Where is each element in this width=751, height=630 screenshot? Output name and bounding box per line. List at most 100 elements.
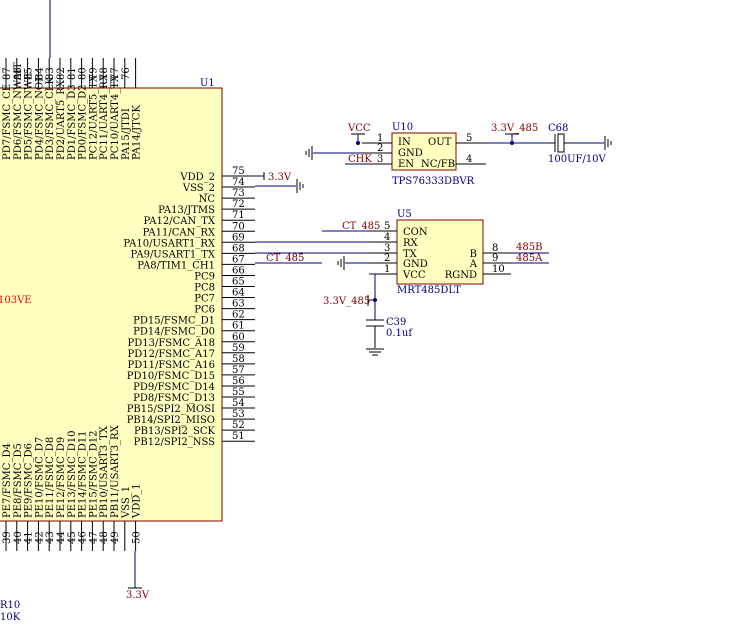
u1-right-pin-name: PC7 (194, 294, 215, 305)
u10-pin-in: IN (398, 137, 411, 148)
u1-bottom-pin-name: PB11/USART3_RX (110, 424, 121, 518)
u1-top-pin-number: 76 (121, 67, 132, 80)
u1-bottom-pin-name: PE10/FSMC_D7 (34, 437, 45, 518)
u1-right-pin-number: 68 (232, 243, 245, 254)
u10-pin-gnd: GND (398, 148, 423, 159)
c39-capacitor[interactable]: C39 0.1uf (366, 317, 413, 348)
u1-top-pin-name: PD3/FSMC_CLK (45, 77, 56, 160)
u5-left-pin-name: GND (403, 259, 428, 270)
u1-right-pin-name: PD9/FSMC_D14 (133, 382, 215, 393)
net-485a: 485A (516, 253, 543, 264)
gnd-symbol-u5 (337, 256, 345, 270)
u1-top-pin-name: PD2/UART5_RX (56, 79, 67, 160)
u10-ref: U10 (392, 122, 413, 133)
u5-ref: U5 (397, 209, 412, 220)
u1-bottom-pin-number: 45 (67, 531, 78, 544)
gnd-symbol-c39 (366, 348, 384, 356)
u1-right-pin-number: 56 (232, 376, 245, 387)
u5-part: MRT485DLT (397, 285, 461, 296)
u1-bottom-pin-name: PE15/FSMC_D12 (88, 430, 99, 518)
u1-top-pin-name: PC11/UART4_RX (99, 73, 110, 160)
u1-top-pin-number: 79 (88, 67, 99, 80)
u10-pin-out: OUT (428, 137, 452, 148)
u1-right-pin-name: NC (199, 194, 216, 205)
net-3v3-485-top: 3.3V_485 (491, 123, 538, 134)
u1-right-pin-number: 75 (232, 166, 245, 177)
u1-right-pin-name: PA12/CAN_TX (143, 216, 215, 227)
u1-top-pin-number: 87 (2, 67, 13, 80)
net-3v3-bottom: 3.3V (126, 590, 150, 601)
u1-right-pin-name: PC9 (194, 271, 215, 282)
net-vcc: VCC (347, 123, 371, 134)
u1-bottom-pin-number: 40 (13, 531, 24, 544)
u10-pin-nc: NC/FB (421, 159, 455, 170)
net-3v3-vdd2: 3.3V (268, 172, 292, 183)
u1-right-pin-number: 65 (232, 277, 245, 288)
u5-left-pin-name: VCC (402, 270, 426, 281)
u1-right-pin-name: PD13/FSMC_A18 (128, 338, 215, 349)
u1-bottom-pin-name: PE7/FSMC_D4 (2, 443, 13, 518)
u1-bottom-pin-number: 48 (99, 531, 110, 544)
c68-value: 100UF/10V (548, 154, 607, 165)
u5-right-pin-number: 10 (492, 264, 505, 275)
u1-right-pin-name: PA10/USART1_RX (123, 238, 216, 249)
u1-right-pin-number: 67 (232, 254, 245, 265)
u5-left-pin-number: 2 (384, 253, 390, 264)
u1-right-pin-name: PB12/SPI2_NSS (134, 437, 215, 448)
u1-right-pin-name: PC6 (194, 305, 215, 316)
u1-right-pin-name: PA11/CAN_RX (143, 227, 216, 238)
u1-top-pin-number: 84 (34, 67, 45, 80)
c68-capacitor[interactable]: C68 100UF/10V (548, 123, 607, 165)
u1-top-pin-number: 85 (24, 67, 35, 80)
u1-ref: U1 (200, 78, 215, 89)
u1-top-pin-number: 80 (78, 67, 89, 80)
u1-top-pin-name: PD6/FSMC_NWAIT (13, 62, 24, 160)
net-chk: CHK (348, 154, 372, 165)
u1-top-pin-number: 81 (67, 67, 78, 80)
u1-bottom-pin-name: PE8/FSMC_D5 (13, 443, 24, 518)
u1-bottom-pin-name: PE12/FSMC_D9 (56, 437, 67, 518)
u1-top-pin-name: PC10/UART4_TX (110, 74, 121, 160)
u1-top-pin-number: 82 (56, 67, 67, 80)
u1-top-pin-name: PD5/FSMC_NWE (24, 73, 35, 161)
u1-right-pin-name: PA9/USART1_TX (131, 249, 216, 260)
u1-top-pin-number: 88 (13, 67, 24, 80)
u10-pin-en: EN (398, 159, 414, 170)
u1-bottom-pin-name: VDD_1 (132, 483, 143, 519)
u1-right-pin-number: 52 (232, 420, 245, 431)
u1-right-pin-number: 58 (232, 354, 245, 365)
c68-ref: C68 (548, 123, 568, 134)
u5-left-pin-name: RX (403, 238, 419, 249)
u1-right-pin-number: 51 (232, 431, 245, 442)
u1-bottom-pin-name: VSS_1 (121, 486, 132, 519)
net-3v3-485-u5: 3.3V_485 (323, 296, 370, 307)
u5-left-pin-name: TX (403, 249, 418, 260)
junction-vcc (356, 141, 360, 145)
gnd-symbol-c68 (604, 136, 612, 150)
u1-right-pin-number: 74 (232, 177, 245, 188)
u1-right-pin-number: 73 (232, 188, 245, 199)
u1-right-pin-number: 71 (232, 210, 245, 221)
gnd-symbol-u10 (305, 146, 313, 160)
u5-right-pin-name: B (470, 249, 477, 260)
u1-right-pin-number: 70 (232, 221, 245, 232)
u1-right-pin-name: VDD_2 (179, 172, 215, 183)
u10-num-1: 1 (377, 133, 383, 144)
u1-right-pin-number: 69 (232, 232, 245, 243)
u1-top-pin-number: 83 (45, 67, 56, 80)
c39-value: 0.1uf (386, 328, 413, 339)
u5-body (396, 219, 484, 285)
u1-right-pin-number: 64 (232, 288, 245, 299)
u1-right-pin-number: 63 (232, 299, 245, 310)
u10-component[interactable]: U10 TPS76333DBVR IN GND EN OUT NC/FB 1 2… (362, 122, 486, 187)
r10-value: 10K (0, 612, 21, 623)
u5-left-pin-number: 4 (384, 232, 390, 243)
u1-right-pin-number: 60 (232, 332, 245, 343)
u1-right-pin-number: 53 (232, 409, 245, 420)
u1-top-pin-number: 77 (110, 67, 121, 80)
